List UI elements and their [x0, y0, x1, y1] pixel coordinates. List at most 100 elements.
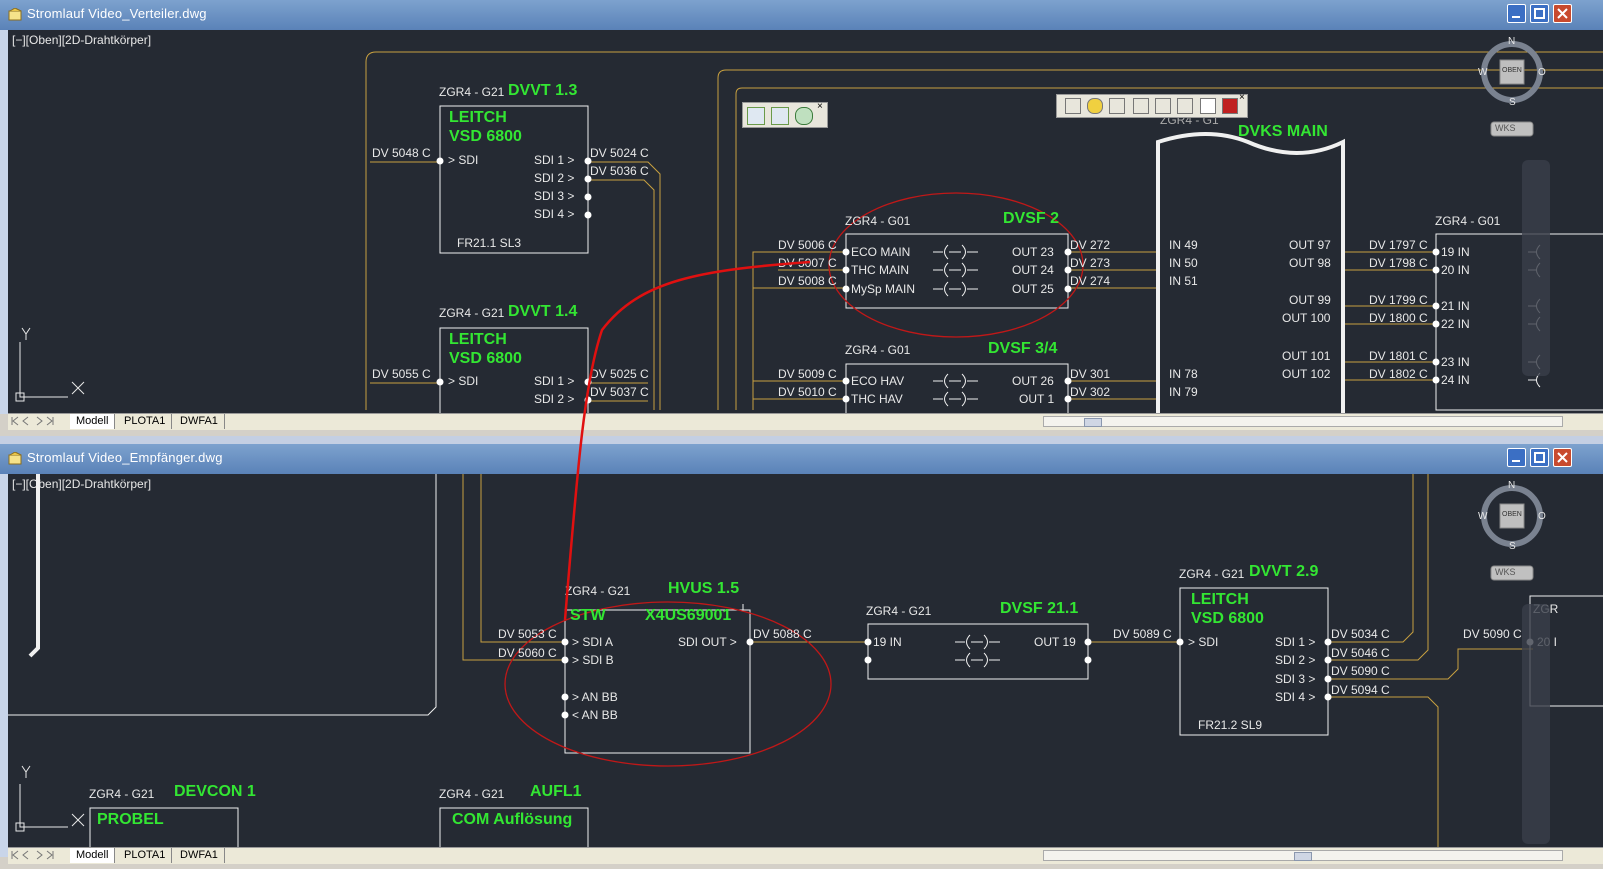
- tab-dwfa1[interactable]: DWFA1: [174, 848, 225, 863]
- line1-dvvt29: LEITCH: [1191, 591, 1249, 608]
- compass-south: S: [1509, 541, 1516, 552]
- tool-icon-7[interactable]: [1155, 98, 1171, 114]
- block-aufl[interactable]: [439, 807, 589, 857]
- layout-tabbar: Modell PLOTA1 DWFA1: [8, 413, 1603, 430]
- drawing-window-empfaenger[interactable]: Stromlauf Video_Empfänger.dwg [−][Oben][…: [0, 444, 1603, 869]
- viewcube-face[interactable]: OBEN: [1502, 511, 1522, 518]
- wcs-menu[interactable]: WKS: [1495, 123, 1516, 133]
- block-dvks-main[interactable]: [1156, 132, 1345, 414]
- tool-icon-5[interactable]: [1109, 98, 1125, 114]
- drawing-canvas[interactable]: [−][Oben][2D-Drahtkörper]: [8, 474, 1603, 857]
- compass-west: W: [1478, 511, 1488, 522]
- scroll-thumb[interactable]: [1294, 852, 1312, 861]
- tab-nav-arrows-icon[interactable]: [10, 850, 70, 861]
- table-icon[interactable]: [1200, 98, 1216, 114]
- out4-dvvt13: SDI 4 >: [534, 207, 575, 221]
- minimize-button[interactable]: [1507, 448, 1526, 467]
- line1-dvvt14: LEITCH: [449, 331, 507, 348]
- maximize-button[interactable]: [1530, 4, 1549, 23]
- bulb-icon[interactable]: [1087, 98, 1103, 114]
- block-dvsf34[interactable]: [845, 363, 1069, 414]
- in-dvvt13: > SDI: [448, 153, 479, 167]
- prefix-right: ZGR4 - G01: [1435, 214, 1501, 228]
- tool-icon-2[interactable]: [771, 107, 789, 125]
- viewcube-face[interactable]: OBEN: [1502, 67, 1522, 74]
- drawing-canvas[interactable]: [−][Oben][2D-Drahtkörper]: [8, 30, 1603, 414]
- connector-symbols-dvsf2: [933, 244, 978, 297]
- tool-icon-6[interactable]: [1133, 98, 1149, 114]
- horizontal-scrollbar[interactable]: [1043, 416, 1563, 427]
- horizontal-scrollbar[interactable]: [1043, 850, 1563, 861]
- tool-icon-3[interactable]: [795, 107, 813, 125]
- close-icon: [1557, 452, 1568, 463]
- wcs-menu[interactable]: WKS: [1495, 567, 1516, 577]
- viewcube[interactable]: N S W O OBEN WKS: [1476, 480, 1556, 592]
- line1-hvus: STW: [570, 607, 606, 624]
- tab-modell[interactable]: Modell: [70, 848, 116, 863]
- in-dvsf2: THC MAIN: [851, 263, 909, 277]
- in-right: 21 IN: [1441, 299, 1470, 313]
- tool-icon-1[interactable]: [747, 107, 765, 125]
- tab-dwfa1[interactable]: DWFA1: [174, 414, 225, 429]
- window-border: [0, 474, 8, 857]
- out-dvsf34: OUT 1: [1019, 392, 1055, 406]
- drawing-window-verteiler[interactable]: Stromlauf Video_Verteiler.dwg [−][Oben][…: [0, 0, 1603, 436]
- wire-label: DV 5036 C: [590, 164, 649, 178]
- window-border: [0, 30, 8, 414]
- tab-plota1[interactable]: PLOTA1: [118, 848, 173, 863]
- title-bar[interactable]: Stromlauf Video_Empfänger.dwg: [0, 444, 1603, 474]
- block-dvsf211[interactable]: [867, 623, 1089, 680]
- part-hvus: X4US69001: [645, 607, 732, 624]
- in-hvus: > SDI B: [572, 653, 614, 667]
- title-bar[interactable]: Stromlauf Video_Verteiler.dwg: [0, 0, 1603, 30]
- help-icon[interactable]: [1222, 98, 1238, 114]
- tab-modell[interactable]: Modell: [70, 414, 116, 429]
- line2-dvvt13: VSD 6800: [449, 128, 522, 145]
- toolbar-close-icon[interactable]: ×: [1239, 92, 1245, 103]
- prefix-dvvt13: ZGR4 - G21: [439, 85, 505, 99]
- wire-label: DV 5094 C: [1331, 683, 1390, 697]
- compass-south: S: [1509, 97, 1516, 108]
- ports-dvsf2: [842, 248, 1072, 293]
- out-dvks: OUT 100: [1282, 311, 1331, 325]
- toolbar-close-icon[interactable]: ×: [817, 101, 823, 112]
- minimize-icon: [1512, 460, 1520, 462]
- viewport-controls[interactable]: [−][Oben][2D-Drahtkörper]: [12, 477, 152, 491]
- viewcube[interactable]: N S W O OBEN WKS: [1476, 36, 1556, 148]
- out2-dvvt14: SDI 2 >: [534, 392, 575, 406]
- in-dvks: IN 50: [1169, 256, 1198, 270]
- floating-toolbar-2[interactable]: ×: [1056, 92, 1248, 118]
- tab-plota1[interactable]: PLOTA1: [118, 414, 173, 429]
- ports-hvus: [561, 638, 754, 719]
- floating-toolbar-1[interactable]: ×: [742, 101, 828, 128]
- wire-label: DV 5088 C: [753, 627, 812, 641]
- wire-label: DV 1801 C: [1369, 349, 1428, 363]
- left-frame: [8, 474, 437, 716]
- wire-label: DV 5025 C: [590, 367, 649, 381]
- ucs-icon: [15, 327, 85, 402]
- navigation-bar[interactable]: [1522, 160, 1550, 376]
- line1-aufl: COM Auflösung: [452, 811, 573, 828]
- wire-label: DV 272: [1070, 238, 1111, 252]
- wire-label: DV 5009 C: [778, 367, 837, 381]
- viewport-controls[interactable]: [−][Oben][2D-Drahtkörper]: [12, 33, 152, 47]
- close-button[interactable]: [1553, 448, 1572, 467]
- out-dvsf2: OUT 25: [1012, 282, 1054, 296]
- tool-icon-4[interactable]: [1065, 98, 1081, 114]
- window-title: Stromlauf Video_Verteiler.dwg: [27, 6, 207, 21]
- block-devcon[interactable]: [89, 807, 239, 857]
- in-dvvt29: > SDI: [1188, 635, 1219, 649]
- navigation-bar[interactable]: [1522, 604, 1550, 844]
- tool-icon-8[interactable]: [1177, 98, 1193, 114]
- in-hvus: > AN BB: [572, 690, 618, 704]
- wire-label: DV 5046 C: [1331, 646, 1390, 660]
- name-aufl: AUFL1: [530, 783, 582, 800]
- in-right: 24 IN: [1441, 373, 1470, 387]
- scroll-thumb[interactable]: [1084, 418, 1102, 427]
- name-hvus: HVUS 1.5: [668, 580, 740, 597]
- maximize-button[interactable]: [1530, 448, 1549, 467]
- minimize-button[interactable]: [1507, 4, 1526, 23]
- tab-nav-arrows-icon[interactable]: [10, 416, 70, 427]
- close-button[interactable]: [1553, 4, 1572, 23]
- window-separator: [0, 436, 1603, 444]
